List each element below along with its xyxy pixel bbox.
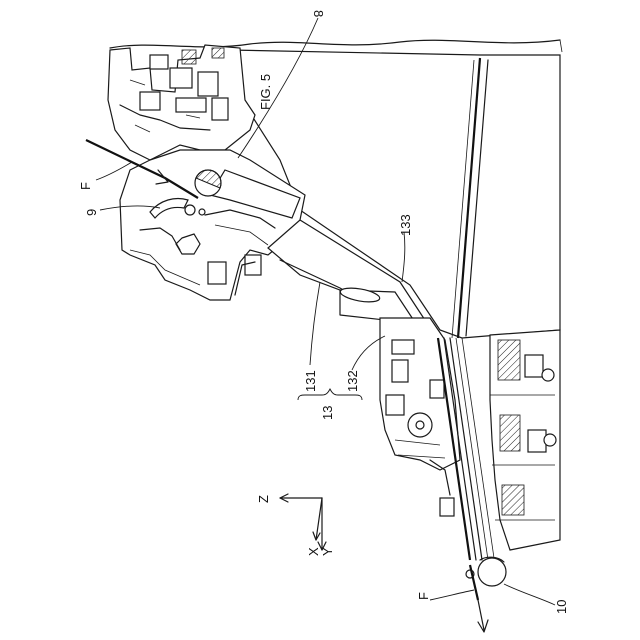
label-13: 13 <box>320 406 335 420</box>
label-F-top: F <box>78 182 93 190</box>
label-10: 10 <box>554 600 569 614</box>
break-line-top <box>110 40 560 48</box>
lower-mechanism <box>380 318 460 516</box>
label-X: X <box>306 547 321 556</box>
sheet-bottom-arrow <box>478 600 488 632</box>
pinch-roller <box>185 205 195 215</box>
label-131: 131 <box>303 370 318 392</box>
coordinate-axes <box>280 494 326 550</box>
label-8: 8 <box>311 10 326 17</box>
figure-label: FIG. 5 <box>258 74 273 110</box>
label-Z: Z <box>256 495 271 503</box>
roller-housing <box>120 150 305 300</box>
label-133: 133 <box>398 214 413 236</box>
label-9: 9 <box>84 209 99 216</box>
label-Y: Y <box>320 547 335 556</box>
sheet-bottom <box>470 565 478 600</box>
break-line-right <box>560 40 562 52</box>
lower-right-mechanism <box>490 330 560 550</box>
leader-F-bottom <box>430 590 474 600</box>
leader-10 <box>504 584 555 605</box>
output-roller-10 <box>478 558 506 586</box>
label-132: 132 <box>345 370 360 392</box>
label-F-bottom: F <box>416 592 431 600</box>
leader-131 <box>310 282 320 365</box>
upper-mechanism <box>108 45 255 160</box>
leader-F-top <box>96 162 132 180</box>
